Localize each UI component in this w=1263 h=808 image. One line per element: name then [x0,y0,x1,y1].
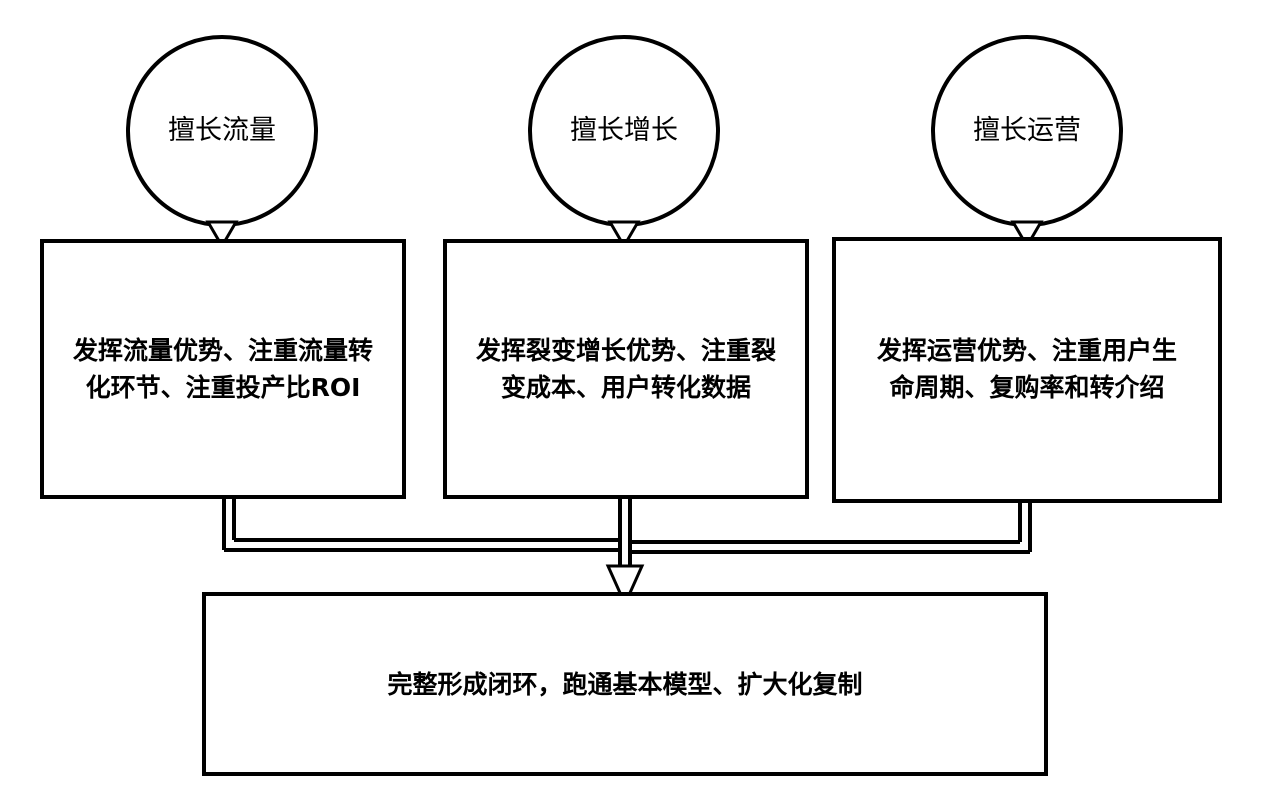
connector-lines [222,497,1032,568]
box-text-operation: 发挥运营优势、注重用户生命周期、复购率和转介绍 [866,281,1188,457]
circle-label-growth: 擅长增长 [570,115,678,146]
arrow-to-result [605,564,645,608]
arrow-circle-to-box-3 [1010,220,1044,249]
box-text-operation-content: 发挥运营优势、注重用户生命周期、复购率和转介绍 [876,336,1177,402]
box-result [202,592,1048,776]
arrow-circle-to-box-1 [205,220,239,249]
result-text-content: 完整形成闭环，跑通基本模型、扩大化复制 [387,669,863,699]
box-growth [443,239,809,499]
box-text-growth: 发挥裂变增长优势、注重裂变成本、用户转化数据 [465,281,787,457]
circle-label-traffic: 擅长流量 [168,115,276,146]
circle-label-operation: 擅长运营 [973,115,1081,146]
box-text-traffic: 发挥流量优势、注重流量转化环节、注重投产比ROI [70,281,376,457]
box-traffic [40,239,406,499]
arrow-circle-to-box-2 [607,220,641,249]
box-operation [832,237,1222,503]
box-text-growth-content: 发挥裂变增长优势、注重裂变成本、用户转化数据 [475,336,776,402]
result-text: 完整形成闭环，跑通基本模型、扩大化复制 [224,644,1026,724]
box-text-traffic-content: 发挥流量优势、注重流量转化环节、注重投产比ROI [72,336,373,402]
